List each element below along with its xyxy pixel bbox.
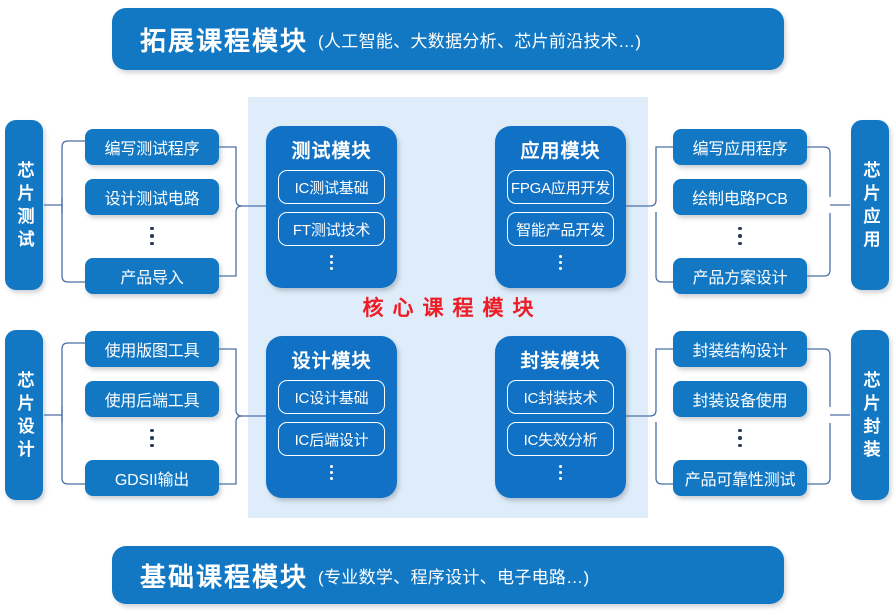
core-module-design[interactable]: 设计模块 IC设计基础 IC后端设计 xyxy=(266,336,397,498)
core-module-test[interactable]: 测试模块 IC测试基础 FT测试技术 xyxy=(266,126,397,288)
banner-top-subtitle: (人工智能、大数据分析、芯片前沿技术…) xyxy=(318,31,642,51)
module-item[interactable]: FT测试技术 xyxy=(278,212,385,246)
module-title: 封装模块 xyxy=(520,351,601,372)
leaf-item[interactable]: 使用后端工具 xyxy=(85,381,219,417)
module-title: 应用模块 xyxy=(520,141,601,162)
branch-label-text: 芯片测试 xyxy=(14,160,34,253)
leaf-item[interactable]: 绘制电路PCB xyxy=(673,179,807,215)
banner-extended-courses: 拓展课程模块 (人工智能、大数据分析、芯片前沿技术…) xyxy=(112,8,784,70)
module-title: 测试模块 xyxy=(291,141,372,162)
ellipsis-icon xyxy=(673,423,807,453)
banner-bottom-title: 基础课程模块 xyxy=(140,561,309,592)
leaf-item[interactable]: 封装设备使用 xyxy=(673,381,807,417)
branch-label-text: 芯片封装 xyxy=(860,370,880,463)
leaf-item[interactable]: 产品导入 xyxy=(85,258,219,294)
banner-bottom-subtitle: (专业数学、程序设计、电子电路…) xyxy=(318,567,590,587)
leaf-item[interactable]: 使用版图工具 xyxy=(85,331,219,367)
core-module-application[interactable]: 应用模块 FPGA应用开发 智能产品开发 xyxy=(495,126,626,288)
module-item[interactable]: IC测试基础 xyxy=(278,170,385,204)
leaf-item[interactable]: GDSII输出 xyxy=(85,460,219,496)
module-item[interactable]: IC设计基础 xyxy=(278,380,385,414)
branch-label-chip-test[interactable]: 芯片测试 xyxy=(5,120,43,290)
leaf-item[interactable]: 封装结构设计 xyxy=(673,331,807,367)
module-item[interactable]: IC封装技术 xyxy=(507,380,614,414)
leaf-item[interactable]: 设计测试电路 xyxy=(85,179,219,215)
banner-top-title: 拓展课程模块 xyxy=(140,25,309,56)
ellipsis-icon xyxy=(559,465,562,480)
branch-label-text: 芯片设计 xyxy=(14,370,34,463)
module-item[interactable]: IC后端设计 xyxy=(278,422,385,456)
module-title: 设计模块 xyxy=(291,351,372,372)
module-item[interactable]: FPGA应用开发 xyxy=(507,170,614,204)
branch-label-chip-application[interactable]: 芯片应用 xyxy=(851,120,889,290)
leaf-item[interactable]: 编写应用程序 xyxy=(673,129,807,165)
branch-label-chip-package[interactable]: 芯片封装 xyxy=(851,330,889,500)
ellipsis-icon xyxy=(85,423,219,453)
ellipsis-icon xyxy=(85,221,219,251)
leaf-item[interactable]: 产品方案设计 xyxy=(673,258,807,294)
banner-basic-courses: 基础课程模块 (专业数学、程序设计、电子电路…) xyxy=(112,546,784,604)
ellipsis-icon xyxy=(559,255,562,270)
ellipsis-icon xyxy=(673,221,807,251)
leaf-item[interactable]: 产品可靠性测试 xyxy=(673,460,807,496)
module-item[interactable]: IC失效分析 xyxy=(507,422,614,456)
ellipsis-icon xyxy=(330,255,333,270)
branch-label-chip-design[interactable]: 芯片设计 xyxy=(5,330,43,500)
module-item[interactable]: 智能产品开发 xyxy=(507,212,614,246)
leaf-item[interactable]: 编写测试程序 xyxy=(85,129,219,165)
core-module-package[interactable]: 封装模块 IC封装技术 IC失效分析 xyxy=(495,336,626,498)
core-course-module-label: 核心课程模块 xyxy=(362,297,543,320)
ellipsis-icon xyxy=(330,465,333,480)
branch-label-text: 芯片应用 xyxy=(860,160,880,253)
